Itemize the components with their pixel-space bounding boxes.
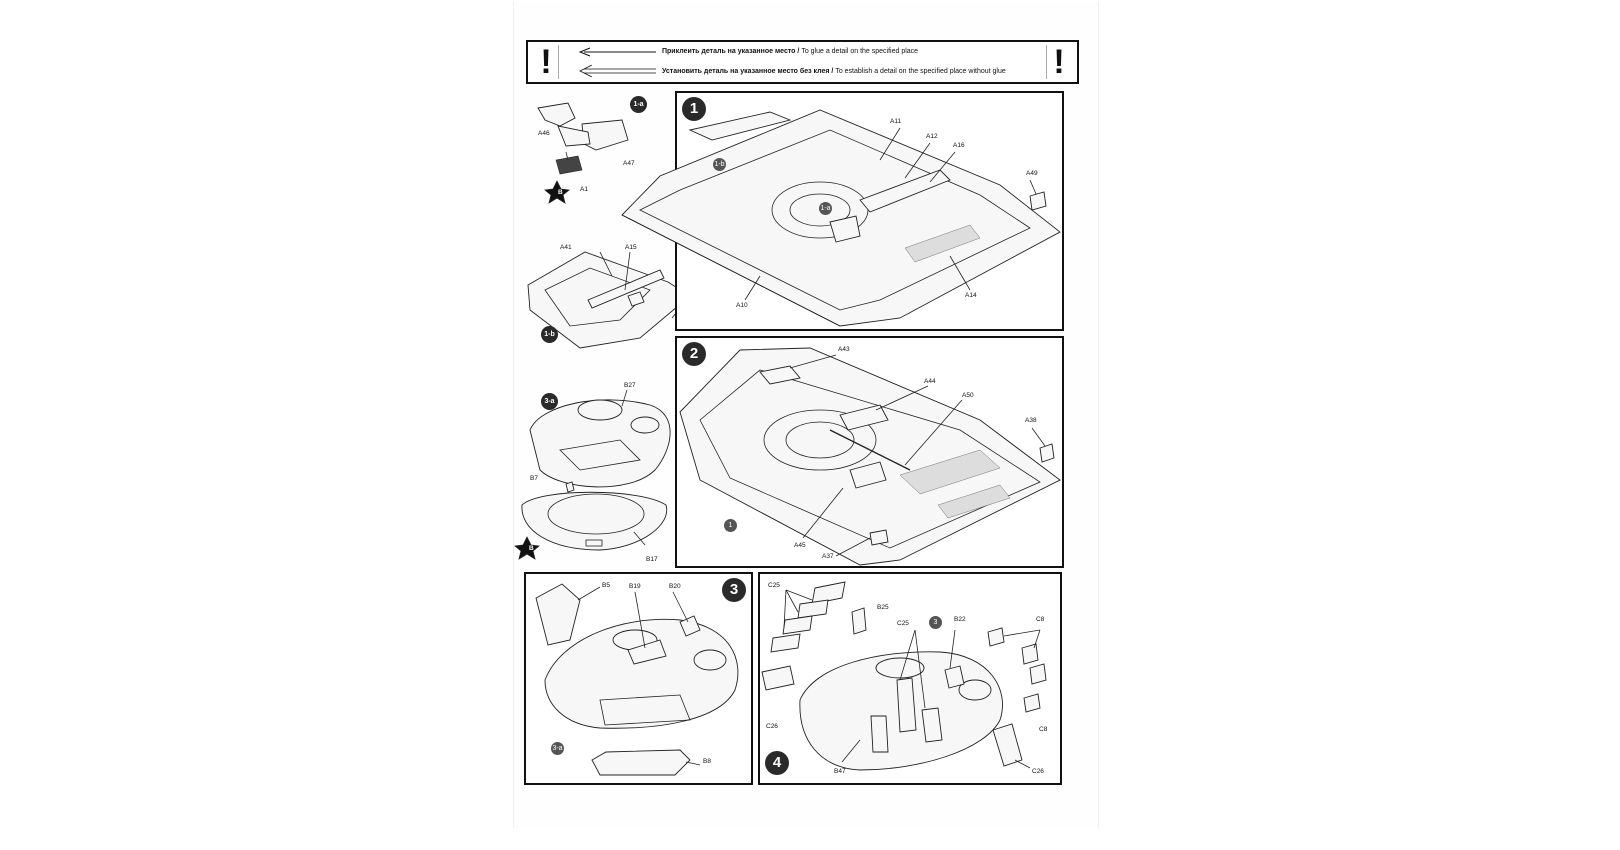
part-label-c26: C26 (766, 723, 778, 730)
part-label-a41: A41 (560, 244, 572, 251)
badge-1: 1 (724, 519, 737, 532)
sub-badge-3a: 3-a (541, 393, 558, 410)
outline-arrow-icon (579, 65, 656, 77)
sub-badge-1a: 1-a (630, 96, 647, 113)
step-number-4: 4 (765, 751, 789, 775)
part-label-b: B (558, 189, 563, 196)
part-label-a11: A11 (890, 118, 902, 125)
part-label-b19: B19 (629, 583, 641, 590)
legend-glue-en: To glue a detail on the specified place (801, 48, 919, 55)
part-label-c26: C26 (1032, 768, 1044, 775)
sub-badge-1b: 1-b (541, 326, 558, 343)
part-label-c8: C8 (1039, 726, 1048, 733)
step-number-2: 2 (682, 342, 706, 366)
part-label-c25: C25 (768, 582, 780, 589)
badge-1b: 1-b (713, 158, 726, 171)
legend-glue: Приклеить деталь на указанное место / To… (662, 48, 918, 55)
part-label-b8: B8 (703, 758, 711, 765)
part-label-a16: A16 (953, 142, 965, 149)
part-label-a47: A47 (623, 160, 635, 167)
part-label-a45: A45 (794, 542, 806, 549)
legend-separator: / (829, 68, 836, 75)
part-label-b5: B5 (602, 582, 610, 589)
part-label-c8: C8 (1036, 616, 1045, 623)
legend-noglue-ru: Установить деталь на указанное место без… (662, 68, 830, 75)
badge-3: 3 (929, 616, 942, 629)
part-label-c25: C25 (897, 620, 909, 627)
exclamation-icon: ! (1046, 45, 1071, 79)
part-label-a46: A46 (538, 130, 550, 137)
part-label-b17: B17 (646, 556, 658, 563)
legend-noglue-en: To establish a detail on the specified p… (835, 68, 1006, 75)
part-label-a43: A43 (838, 346, 850, 353)
part-label-a15: A15 (625, 244, 637, 251)
part-label-b25: B25 (877, 604, 889, 611)
part-label-b7: B7 (530, 475, 538, 482)
badge-3a: 3-a (551, 742, 564, 755)
step-number-3: 3 (722, 578, 746, 602)
solid-arrow-icon (578, 47, 656, 57)
step-number-1: 1 (682, 97, 706, 121)
legend-noglue: Установить деталь на указанное место без… (662, 68, 1006, 75)
part-label-a37: A37 (822, 553, 834, 560)
part-label-a50: A50 (962, 392, 974, 399)
part-label-b27: B27 (624, 382, 636, 389)
part-label-b: B (529, 545, 534, 552)
exclamation-icon: ! (534, 45, 559, 79)
part-label-a38: A38 (1025, 417, 1037, 424)
part-label-a12: A12 (926, 133, 938, 140)
part-label-b20: B20 (669, 583, 681, 590)
part-label-a10: A10 (736, 302, 748, 309)
part-label-b22: B22 (954, 616, 966, 623)
legend-glue-ru: Приклеить деталь на указанное место (662, 48, 796, 55)
part-label-b47: B47 (834, 768, 846, 775)
part-label-a14: A14 (965, 292, 977, 299)
part-label-a49: A49 (1026, 170, 1038, 177)
part-label-a44: A44 (924, 378, 936, 385)
badge-1a: 1-a (819, 202, 832, 215)
legend-separator: / (795, 48, 802, 55)
part-label-a1: A1 (580, 186, 588, 193)
legend-box: ! Приклеить деталь на указанное место / … (526, 40, 1079, 84)
